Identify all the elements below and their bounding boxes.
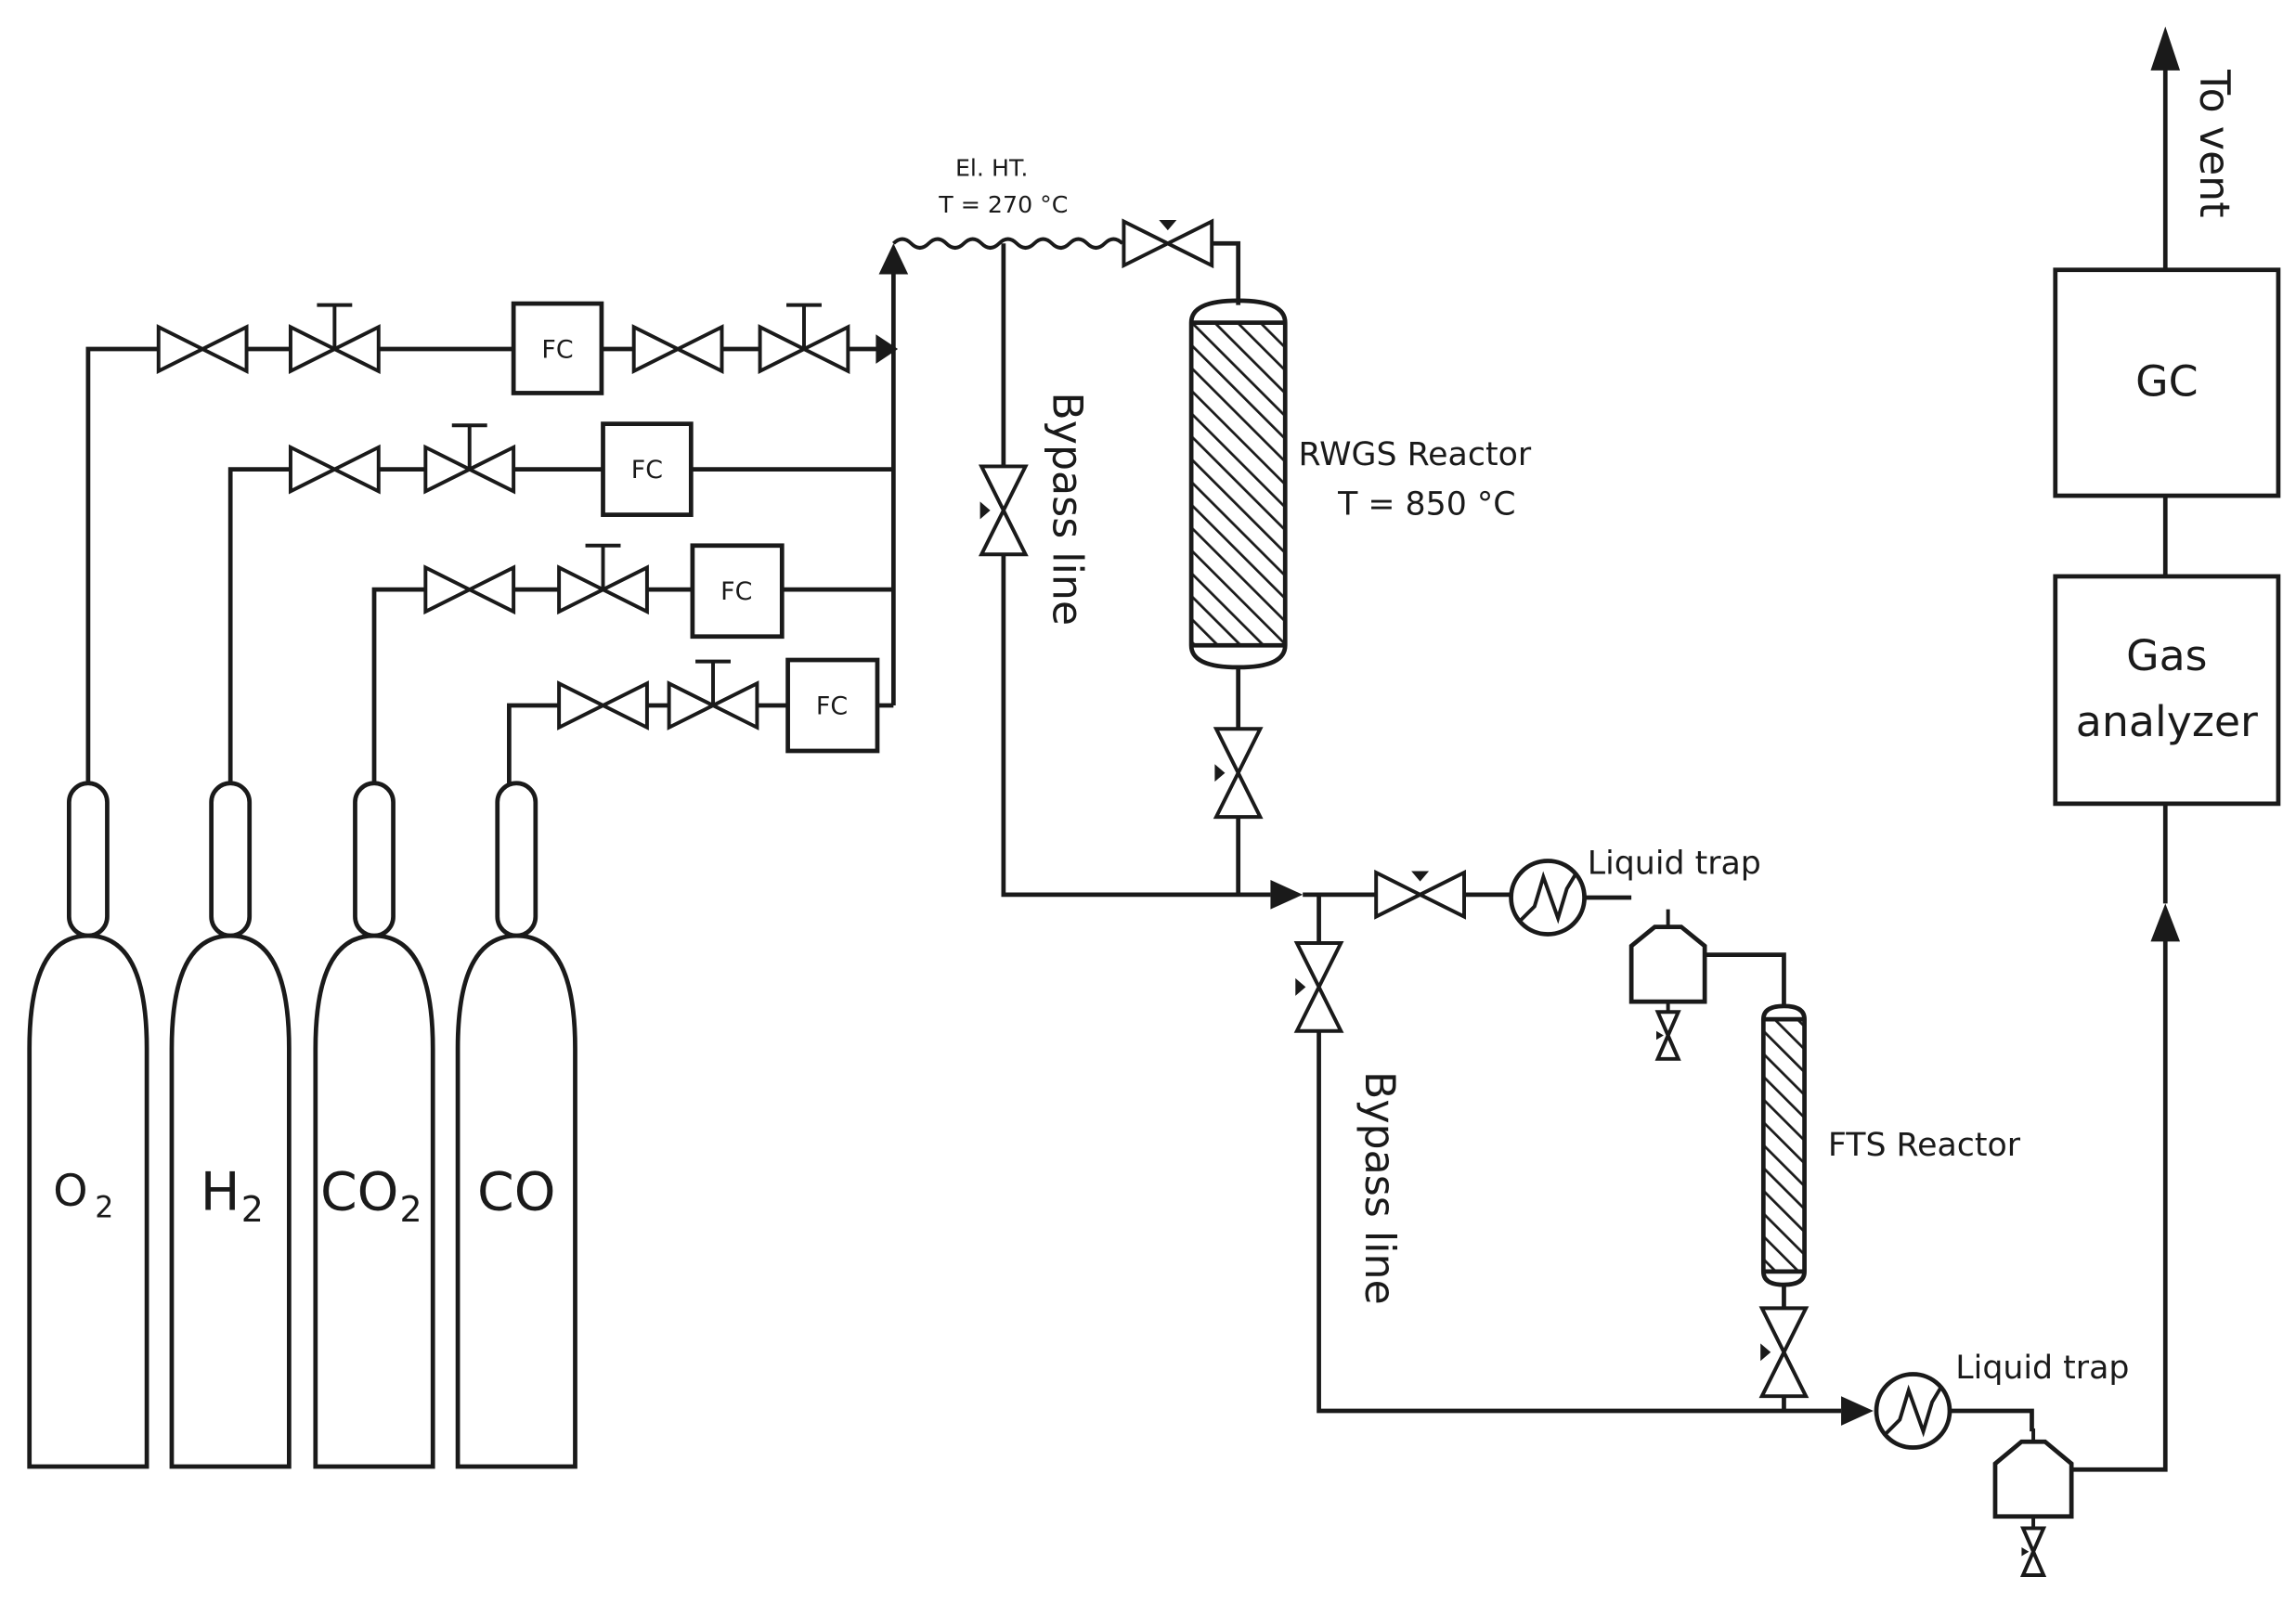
control-valve-icon: [1213, 727, 1264, 820]
liquid-trap-label: Liquid trap: [1588, 846, 1761, 883]
flow-controller-label: FC: [816, 692, 848, 720]
flow-controller-box: [690, 543, 785, 640]
gc-box: [2053, 267, 2281, 498]
arrow-up-icon: [2150, 903, 2181, 942]
liquid-trap-label: Liquid trap: [1955, 1350, 2129, 1387]
ball-valve-icon: [156, 324, 249, 374]
vent-label: To vent: [2190, 69, 2238, 217]
gas-analyzer-label-line1: Gas: [2126, 630, 2207, 680]
cylinder-co2-subscript: 2: [399, 1189, 422, 1230]
bypass-line-label: Bypass line: [1044, 392, 1091, 626]
flow-controller-box: [785, 657, 880, 754]
fts-reactor-label: FTS Reactor: [1828, 1127, 2021, 1164]
rwgs-reactor-label-line1: RWGS Reactor: [1298, 436, 1531, 473]
rwgs-reactor: RWGS Reactor T = 850 °C: [1188, 298, 1532, 895]
fts-reactor: FTS Reactor: [1758, 1003, 2021, 1412]
cylinder-h2-label: H: [201, 1162, 240, 1223]
control-valve-icon: [1122, 218, 1214, 269]
gas-analyzer-label-line2: analyzer: [2076, 696, 2258, 746]
arrow-up-icon: [2150, 26, 2181, 71]
analysis-train: Gas analyzer GC To vent: [2053, 26, 2281, 942]
bypass-line-1: Bypass line: [978, 243, 1304, 910]
catalyst-bed: [1763, 1019, 1805, 1272]
bypass-line-2: Bypass line: [1293, 894, 1874, 1426]
drain-valve-icon: [1654, 1010, 1681, 1061]
cylinder-co-label: CO: [477, 1162, 555, 1223]
heater-label-line1: El. HT.: [955, 155, 1029, 182]
manifold-header: [878, 243, 909, 706]
flow-controller-label: FC: [631, 456, 663, 485]
feed-line-o2: FC: [85, 301, 899, 783]
ball-valve-icon: [631, 324, 724, 374]
flow-controller-label: FC: [541, 336, 573, 365]
control-valve-icon: [1758, 1306, 1810, 1399]
ball-valve-icon: [557, 680, 649, 730]
cylinder-h2: H 2: [169, 781, 292, 1469]
flow-controller-label: FC: [720, 577, 752, 606]
electric-heater: El. HT. T = 270 °C: [891, 155, 1124, 250]
cylinder-co2: CO 2: [313, 781, 435, 1469]
control-valve-icon: [978, 464, 1029, 557]
cylinder-h2-subscript: 2: [241, 1189, 264, 1230]
flow-controller-box: [601, 421, 694, 517]
gas-analyzer-box: [2053, 574, 2281, 807]
bypass-line-label: Bypass line: [1356, 1071, 1403, 1305]
cylinder-o2: O 2: [27, 781, 149, 1469]
rwgs-reactor-label-line2: T = 850 °C: [1337, 486, 1515, 524]
rwgs-inlet-valve: [1122, 218, 1241, 305]
gc-label: GC: [2135, 356, 2199, 407]
liquid-trap-2-section: Liquid trap: [1874, 938, 2168, 1577]
arrow-up-icon: [878, 243, 909, 275]
cooler-icon: [1509, 859, 1587, 937]
control-valve-icon: [1374, 869, 1466, 920]
cylinder-co2-label: CO: [320, 1162, 398, 1223]
catalyst-bed: [1191, 322, 1286, 646]
drain-valve-icon: [2019, 1526, 2047, 1577]
heater-coil-icon: [891, 237, 1124, 250]
flow-controller-box: [511, 301, 604, 395]
ball-valve-icon: [288, 444, 381, 495]
feed-line-h2: FC: [227, 421, 894, 783]
feed-line-co: FC: [507, 657, 894, 783]
ball-valve-icon: [423, 564, 516, 615]
arrow-right-icon: [1270, 880, 1304, 910]
control-valve-icon: [1293, 941, 1344, 1033]
liquid-trap-1-section: Liquid trap: [1303, 846, 1786, 1061]
cooler-icon: [1874, 1372, 1952, 1450]
liquid-trap-vessel: [1628, 924, 1707, 1004]
arrow-head-icon: [876, 334, 899, 364]
heater-label-line2: T = 270 °C: [938, 191, 1068, 218]
cylinder-co: CO: [455, 781, 577, 1469]
cylinder-o2-label: O: [53, 1166, 87, 1217]
feed-line-co2: FC: [371, 543, 894, 783]
arrow-right-icon: [1841, 1396, 1874, 1426]
liquid-trap-vessel: [1992, 1439, 2074, 1519]
cylinder-o2-subscript: 2: [95, 1191, 113, 1224]
